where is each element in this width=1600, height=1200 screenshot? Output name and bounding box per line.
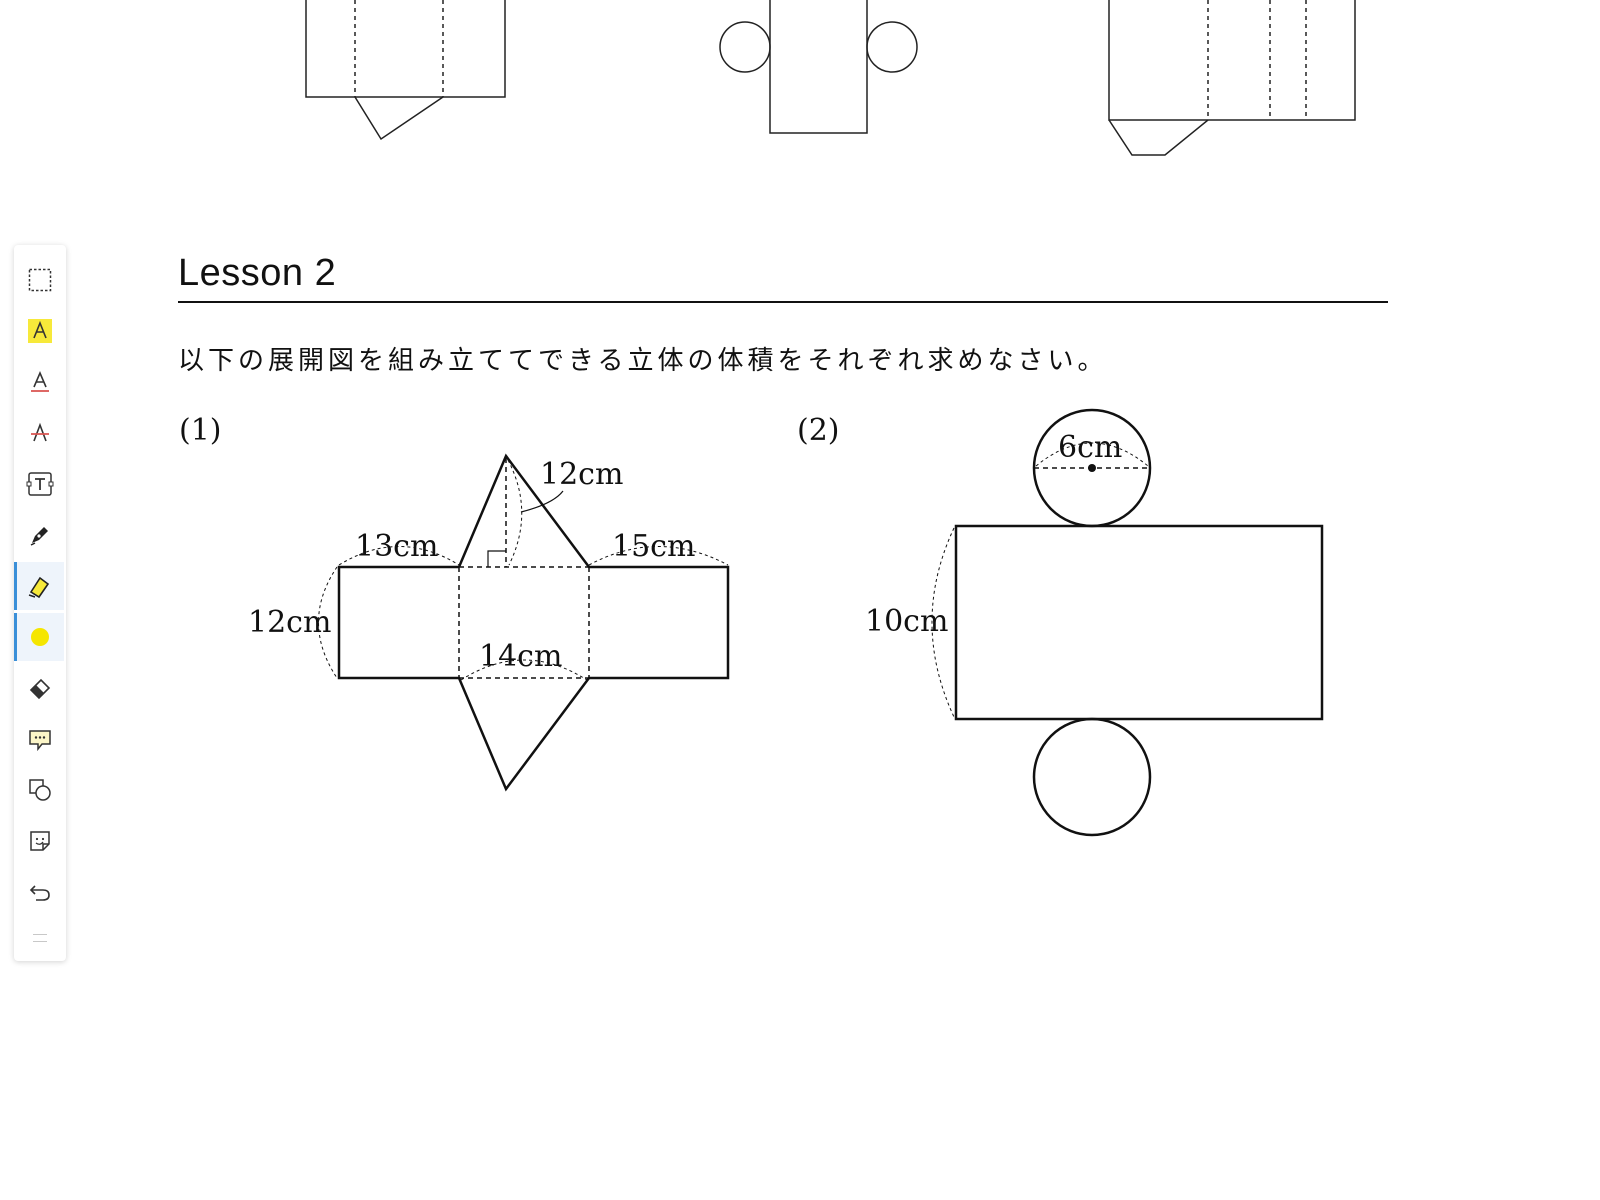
cylinder-bottom-circle xyxy=(1032,717,1152,837)
dashed-rectangle-icon xyxy=(27,267,53,293)
right-angle-marker xyxy=(487,550,506,567)
label-height: 12cm xyxy=(248,605,331,640)
textbox-tool[interactable] xyxy=(16,460,64,508)
label-triangle-height: 12cm xyxy=(540,457,623,492)
label-left-side: 13cm xyxy=(355,529,438,564)
sticker-icon xyxy=(27,828,53,854)
text-underline-icon xyxy=(27,369,53,395)
highlighter-icon xyxy=(26,572,54,600)
eraser-tool[interactable] xyxy=(16,664,64,712)
net-cylinder xyxy=(931,408,1324,837)
label-right-side: 15cm xyxy=(612,529,695,564)
dim-arc-height xyxy=(318,566,338,679)
previous-figure-triangular-prism-net xyxy=(305,0,506,141)
strikethrough-text-tool[interactable] xyxy=(16,409,64,457)
underline-text-tool[interactable] xyxy=(16,358,64,406)
lesson-instruction: 以下の展開図を組み立ててできる立体の体積をそれぞれ求めなさい。 xyxy=(178,346,1108,376)
prism-net-outline xyxy=(337,453,730,792)
previous-figure-pentagonal-prism-net xyxy=(1108,0,1356,156)
pen-tool[interactable] xyxy=(16,511,64,559)
label-cylinder-height: 10cm xyxy=(865,604,948,639)
color-picker[interactable] xyxy=(14,613,64,661)
dim-arc-diameter xyxy=(1035,442,1149,467)
shape-tool[interactable] xyxy=(16,766,64,814)
text-highlight-icon xyxy=(27,318,53,344)
previous-figure-cylinder-net xyxy=(719,0,918,134)
problem-number-2: (2) xyxy=(797,413,840,448)
text-strikethrough-icon xyxy=(27,420,53,446)
shapes-icon xyxy=(27,777,53,803)
problem-number-1: (1) xyxy=(179,413,222,448)
comment-tool[interactable] xyxy=(16,715,64,763)
pen-icon xyxy=(27,522,53,548)
label-diameter: 6cm xyxy=(1058,430,1122,465)
lesson-title: Lesson 2 xyxy=(178,252,337,294)
textbox-icon xyxy=(26,470,54,498)
selection-tool[interactable] xyxy=(16,256,64,304)
undo-icon xyxy=(27,879,53,905)
annotation-toolbar xyxy=(14,245,66,961)
label-base: 14cm xyxy=(479,639,562,674)
highlighter-tool[interactable] xyxy=(14,562,64,610)
eraser-icon xyxy=(27,675,53,701)
sticker-tool[interactable] xyxy=(16,817,64,865)
lesson-title-underline xyxy=(178,301,1388,303)
toolbar-drag-handle[interactable] xyxy=(33,934,47,942)
dim-arc-base xyxy=(460,659,588,681)
center-dot xyxy=(1088,464,1096,472)
undo-button[interactable] xyxy=(16,868,64,916)
net-triangular-prism xyxy=(318,453,730,792)
comment-icon xyxy=(27,726,53,752)
leader-line xyxy=(520,490,564,513)
cylinder-side-rectangle xyxy=(954,524,1324,721)
highlight-text-tool[interactable] xyxy=(16,307,64,355)
dim-arc-right-side xyxy=(588,546,729,566)
color-dot-icon xyxy=(27,624,53,650)
dim-arc-cylinder-height xyxy=(931,527,955,718)
